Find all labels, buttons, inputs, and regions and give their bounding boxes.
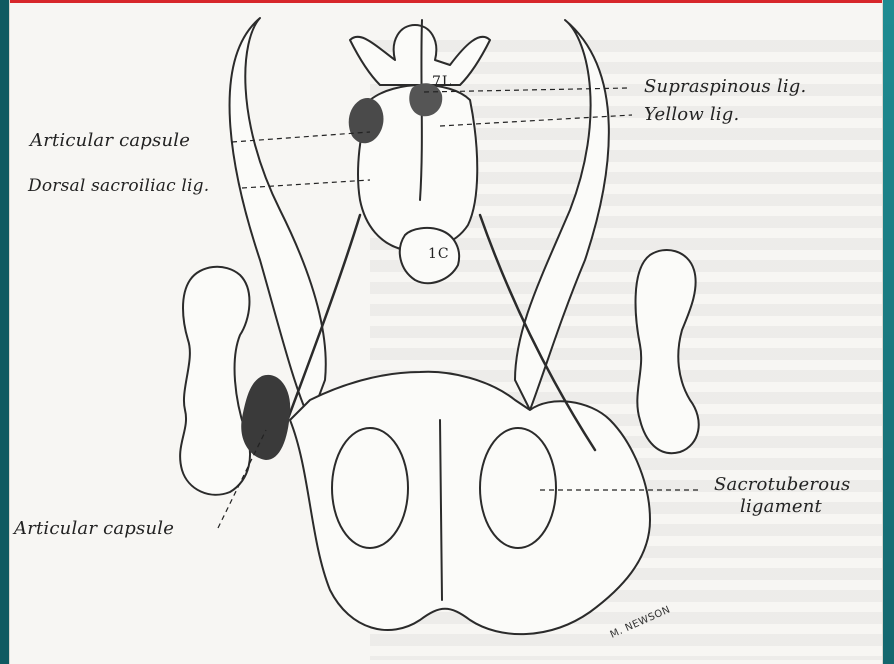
label-1c: 1C	[428, 246, 450, 262]
left-ilium	[230, 18, 326, 420]
anatomical-figure: Supraspinous lig. Yellow lig. Articular …	[10, 0, 882, 664]
label-sacrotuberous-line1: Sacrotuberous	[714, 474, 850, 495]
right-ilium	[515, 20, 609, 410]
pelvic-floor	[290, 372, 650, 634]
label-articular-capsule-top: Articular capsule	[30, 130, 190, 151]
label-sacrotuberous-line2: ligament	[740, 496, 822, 517]
right-femur	[636, 250, 699, 453]
left-femur	[180, 267, 250, 495]
label-7l: 7L	[432, 74, 452, 90]
label-supraspinous-ligament: Supraspinous lig.	[644, 76, 806, 97]
label-articular-capsule-bottom: Articular capsule	[14, 518, 174, 539]
lumbar-vertebra	[350, 25, 490, 85]
label-dorsal-sacroiliac-ligament: Dorsal sacroiliac lig.	[28, 176, 209, 196]
slide-left-stripe	[0, 0, 10, 664]
hip-articular-capsule	[241, 375, 290, 460]
label-yellow-ligament: Yellow lig.	[644, 104, 739, 125]
pelvis-illustration	[10, 0, 882, 664]
